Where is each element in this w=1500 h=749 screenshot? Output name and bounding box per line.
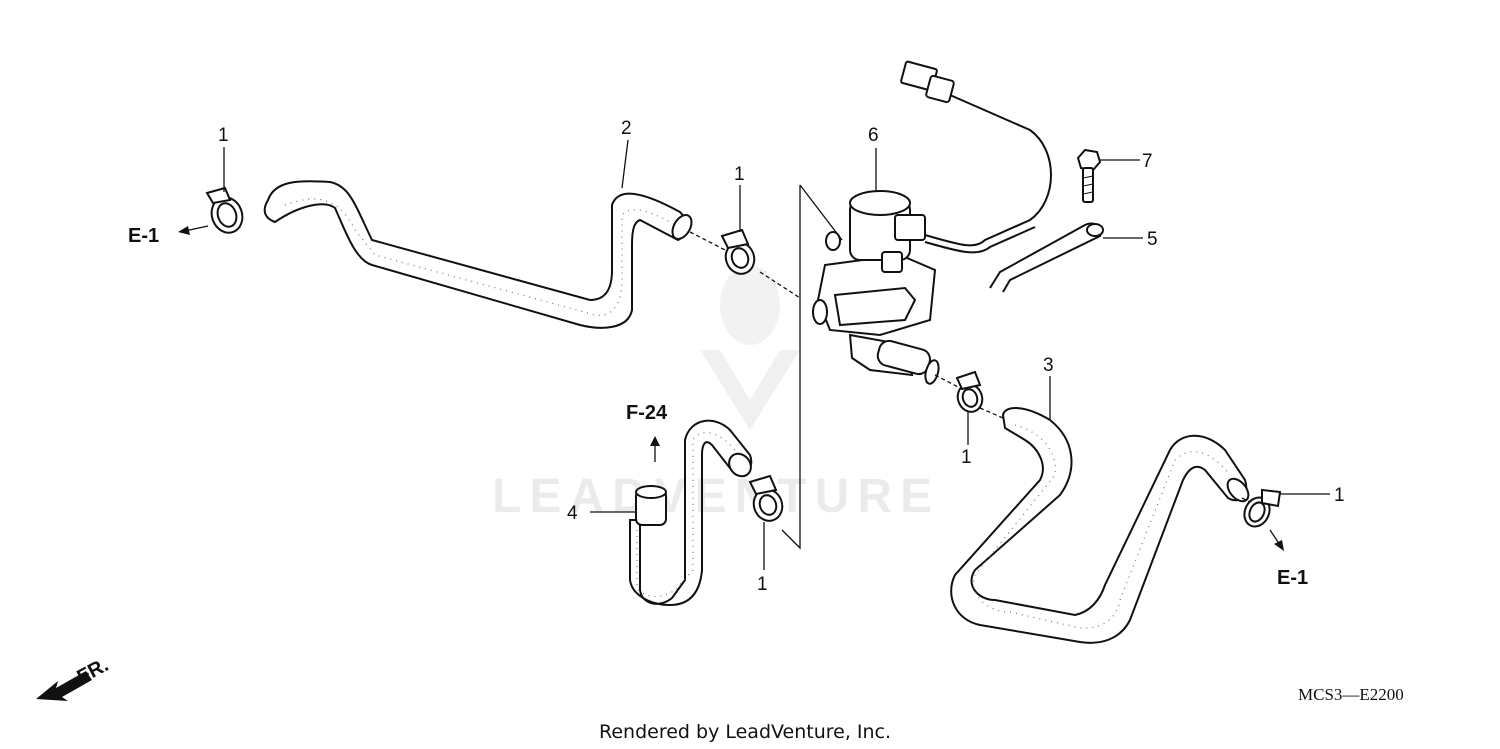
clamp-1-mid	[720, 228, 756, 275]
callout-4: 4	[567, 503, 578, 524]
clamp-1-topleft	[205, 186, 244, 234]
front-direction-arrow: FR.	[36, 654, 112, 701]
bracket-5	[989, 222, 1104, 293]
clamp-1-right	[955, 370, 984, 413]
callout-6: 6	[868, 125, 879, 146]
diagram-code: MCS3—E2200	[1298, 685, 1404, 704]
callout-7: 7	[1142, 151, 1153, 172]
watermark: LEADVENTURE	[492, 265, 940, 523]
watermark-text: LEADVENTURE	[492, 470, 940, 523]
credit-text: Rendered by LeadVenture, Inc.	[599, 721, 891, 743]
ref-e1-right: E-1	[1277, 567, 1308, 589]
callout-1-bottom: 1	[757, 574, 768, 595]
clamp-1-bottom	[748, 474, 784, 522]
assembly-lines	[689, 184, 1251, 550]
ref-f24: F-24	[626, 402, 668, 424]
hose-2	[263, 180, 693, 329]
callout-1-far-right: 1	[1334, 485, 1345, 506]
reference-arrows	[178, 225, 1284, 551]
hose-3	[950, 407, 1250, 644]
hose-4	[629, 419, 753, 607]
callout-2: 2	[621, 118, 632, 139]
callout-5: 5	[1147, 229, 1158, 250]
callout-leaders	[223, 139, 1330, 570]
callout-1-mid: 1	[734, 164, 745, 185]
callout-1-right-lower: 1	[961, 447, 972, 468]
bolt-7	[1076, 148, 1102, 203]
callout-1-topleft: 1	[218, 125, 229, 146]
callout-3: 3	[1043, 355, 1054, 376]
ref-e1-left: E-1	[128, 225, 159, 247]
clamp-1-far-right	[1243, 488, 1282, 528]
air-injection-valve-6	[812, 60, 1052, 385]
